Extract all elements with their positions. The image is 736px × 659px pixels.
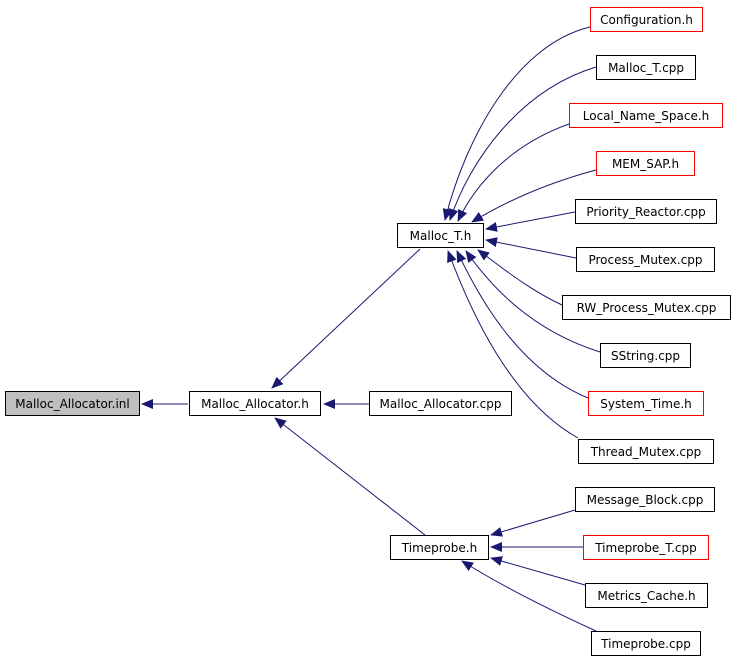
node-local-name-space-h[interactable]: Local_Name_Space.h <box>569 103 723 128</box>
node-label: Thread_Mutex.cpp <box>590 444 702 459</box>
node-mem-sap-h[interactable]: MEM_SAP.h <box>596 151 695 176</box>
edge-local-name-space-to-malloc-t <box>457 123 570 222</box>
node-priority-reactor-cpp[interactable]: Priority_Reactor.cpp <box>575 199 717 224</box>
node-malloc-allocator-h[interactable]: Malloc_Allocator.h <box>189 391 321 416</box>
node-process-mutex-cpp[interactable]: Process_Mutex.cpp <box>576 247 715 272</box>
edge-malloc-t-h-to-allocator-h <box>271 248 421 389</box>
edge-system-time-to-malloc-t <box>456 250 589 399</box>
node-label: Malloc_Allocator.h <box>201 396 309 411</box>
edge-configuration-to-malloc-t <box>442 26 591 221</box>
edge-sstring-to-malloc-t <box>465 250 601 353</box>
node-message-block-cpp[interactable]: Message_Block.cpp <box>575 487 715 512</box>
node-label: Configuration.h <box>600 12 693 27</box>
node-label: Malloc_Allocator.inl <box>15 396 130 411</box>
edge-timeprobe-cpp-to-timeprobe-h <box>461 560 597 632</box>
node-thread-mutex-cpp[interactable]: Thread_Mutex.cpp <box>578 439 714 464</box>
node-label: SString.cpp <box>610 348 681 363</box>
node-timeprobe-cpp[interactable]: Timeprobe.cpp <box>591 631 701 656</box>
node-malloc-t-cpp[interactable]: Malloc_T.cpp <box>596 55 696 80</box>
node-label: Local_Name_Space.h <box>582 108 710 123</box>
node-system-time-h[interactable]: System_Time.h <box>588 391 704 416</box>
node-label: System_Time.h <box>600 396 692 411</box>
node-label: MEM_SAP.h <box>611 156 680 171</box>
node-label: Timeprobe.h <box>401 540 478 555</box>
node-label: Malloc_Allocator.cpp <box>379 396 502 411</box>
node-rw-process-mutex-cpp[interactable]: RW_Process_Mutex.cpp <box>562 295 731 320</box>
edge-priority-reactor-to-malloc-t <box>485 211 576 232</box>
edge-malloc-t-cpp-to-malloc-t <box>448 66 597 221</box>
node-malloc-t-h[interactable]: Malloc_T.h <box>397 223 484 248</box>
node-metrics-cache-h[interactable]: Metrics_Cache.h <box>585 583 708 608</box>
node-label: RW_Process_Mutex.cpp <box>576 300 717 315</box>
edge-mem-sap-to-malloc-t <box>471 169 597 223</box>
node-malloc-allocator-cpp[interactable]: Malloc_Allocator.cpp <box>369 391 512 416</box>
node-label: Process_Mutex.cpp <box>588 252 703 267</box>
edge-timeprobe-h-to-allocator-h <box>274 417 426 536</box>
node-malloc-allocator-inl: Malloc_Allocator.inl <box>5 391 140 416</box>
node-label: Timeprobe_T.cpp <box>595 540 697 555</box>
node-label: Malloc_T.cpp <box>608 60 684 75</box>
node-timeprobe-h[interactable]: Timeprobe.h <box>390 535 489 560</box>
node-label: Metrics_Cache.h <box>597 588 696 603</box>
edge-metrics-cache-to-timeprobe-h <box>490 556 586 586</box>
node-timeprobe-t-cpp[interactable]: Timeprobe_T.cpp <box>583 535 709 560</box>
node-sstring-cpp[interactable]: SString.cpp <box>600 343 691 368</box>
node-label: Priority_Reactor.cpp <box>586 204 706 219</box>
node-label: Malloc_T.h <box>409 228 472 243</box>
edge-process-mutex-to-malloc-t <box>485 237 577 259</box>
node-label: Message_Block.cpp <box>586 492 704 507</box>
node-label: Timeprobe.cpp <box>601 636 691 651</box>
edges-layer <box>141 26 601 632</box>
node-configuration-h[interactable]: Configuration.h <box>590 7 703 32</box>
edge-rw-process-mutex-to-malloc-t <box>477 249 563 306</box>
edge-message-block-to-timeprobe-h <box>490 509 576 537</box>
edge-thread-mutex-to-malloc-t <box>447 250 579 439</box>
